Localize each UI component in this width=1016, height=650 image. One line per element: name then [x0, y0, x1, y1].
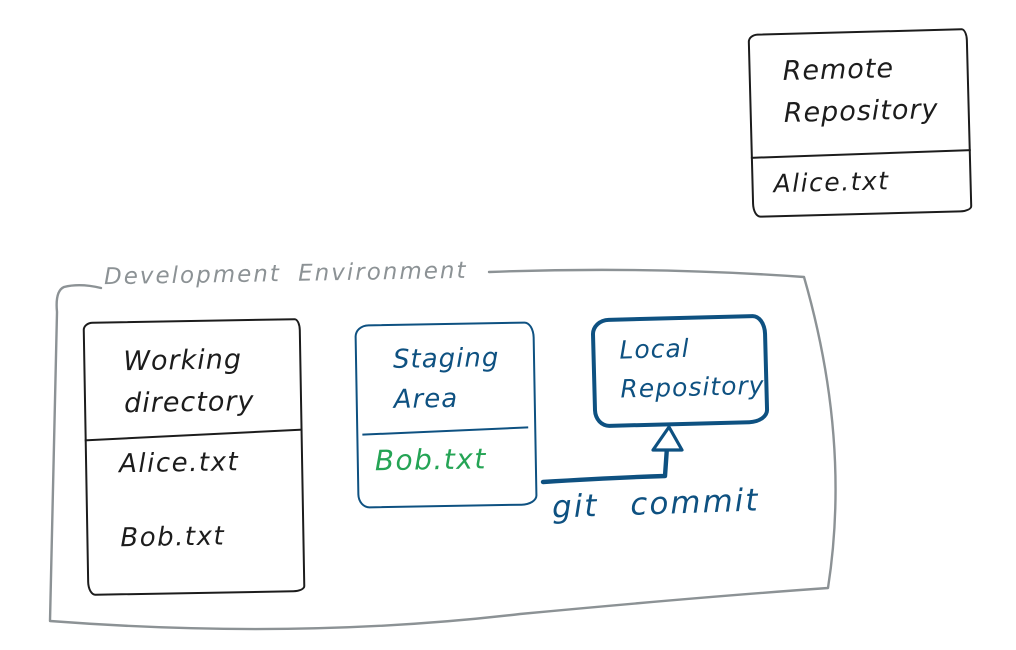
staging-area-divider [362, 426, 529, 436]
working-directory-title: Working directory [123, 344, 255, 420]
commit-arrow [540, 444, 670, 485]
git-commit-label: git commit [551, 482, 761, 526]
local-repository-box: Local Repository [590, 313, 770, 429]
working-directory-box: Working directory Alice.txt Bob.txt [82, 318, 306, 596]
remote-repository-divider [750, 149, 971, 159]
remote-repository-box: Remote Repository Alice.txt [747, 28, 973, 218]
staged-file-bob: Bob.txt [374, 442, 488, 478]
remote-repository-title: Remote Repository [782, 53, 939, 129]
working-file-alice: Alice.txt [118, 447, 240, 480]
staging-area-title: Staging Area [392, 343, 500, 416]
commit-arrow-head-icon [651, 425, 684, 452]
working-file-bob: Bob.txt [120, 521, 226, 554]
development-environment-label: Development Environment [103, 257, 468, 291]
remote-file-alice: Alice.txt [773, 166, 890, 199]
staging-area-box: Staging Area Bob.txt [354, 321, 538, 509]
working-directory-divider [84, 428, 303, 442]
local-repository-title: Local Repository [619, 333, 765, 404]
